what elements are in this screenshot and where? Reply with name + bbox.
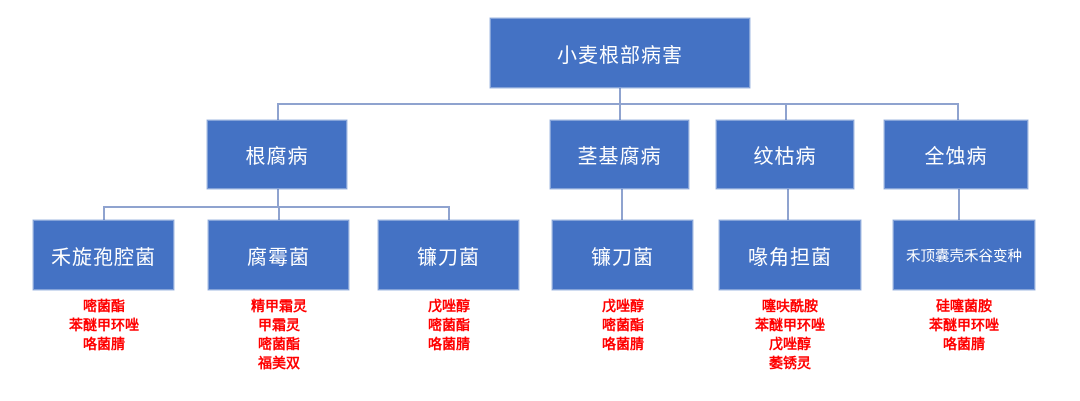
node-label: 纹枯病: [753, 146, 817, 168]
fungicide-item: 嘧菌酯: [602, 317, 644, 333]
node-label: 禾顶囊壳禾谷变种: [906, 248, 1022, 265]
fungicide-item: 嘧菌酯: [83, 298, 125, 314]
node-label: 禾旋孢腔菌: [51, 246, 156, 269]
node-root-rot: 根腐病: [207, 120, 347, 189]
fungicide-item: 咯菌腈: [602, 336, 644, 352]
node-label: 根腐病: [245, 146, 309, 168]
fungicide-item: 咯菌腈: [83, 336, 125, 352]
fungicide-item: 硅噻菌胺: [936, 298, 992, 314]
fungicide-item: 苯醚甲环唑: [755, 317, 825, 333]
fungicide-item: 萎锈灵: [769, 355, 811, 371]
fungicide-list-fusarium-2: 戊唑醇 嘧菌酯 咯菌腈: [538, 297, 708, 354]
fungicide-list-pythium: 精甲霜灵 甲霜灵 嘧菌酯 福美双: [194, 297, 364, 373]
connector-root-vertical: [619, 88, 621, 104]
fungicide-list-fusarium-1: 戊唑醇 嘧菌酯 咯菌腈: [364, 297, 534, 354]
connector-drop-root-rot: [277, 103, 279, 121]
connector-drop-bipolaris: [103, 206, 105, 221]
fungicide-item: 苯醚甲环唑: [929, 317, 999, 333]
fungicide-item: 嘧菌酯: [428, 317, 470, 333]
fungicide-list-bipolaris: 嘧菌酯 苯醚甲环唑 咯菌腈: [19, 297, 189, 354]
fungicide-item: 苯醚甲环唑: [69, 317, 139, 333]
fungicide-item: 嘧菌酯: [258, 336, 300, 352]
connector-drop-stem-base-rot: [619, 103, 621, 121]
fungicide-item: 福美双: [258, 355, 300, 371]
node-pathogen-fusarium-2: 镰刀菌: [552, 220, 693, 290]
fungicide-item: 噻呋酰胺: [762, 298, 818, 314]
connector-eyespot-to-ceratobasidium: [787, 189, 789, 221]
fungicide-item: 甲霜灵: [258, 317, 300, 333]
node-label: 镰刀菌: [591, 246, 654, 269]
fungicide-item: 戊唑醇: [602, 298, 644, 314]
fungicide-item: 戊唑醇: [428, 298, 470, 314]
connector-root-rot-bus: [103, 206, 449, 208]
node-label: 腐霉菌: [247, 246, 310, 269]
fungicide-item: 精甲霜灵: [251, 298, 307, 314]
connector-take-all-to-gaeumannomyces: [958, 189, 960, 221]
node-take-all: 全蚀病: [884, 120, 1028, 189]
node-sharp-eyespot: 纹枯病: [716, 120, 854, 189]
node-wheat-root-diseases: 小麦根部病害: [490, 18, 750, 88]
fungicide-item: 咯菌腈: [943, 336, 985, 352]
node-label: 喙角担菌: [748, 246, 832, 269]
node-label: 镰刀菌: [417, 246, 480, 269]
node-pathogen-pythium: 腐霉菌: [208, 220, 349, 290]
connector-drop-fusarium-1: [448, 206, 450, 221]
connector-drop-sharp-eyespot: [785, 103, 787, 121]
connector-drop-take-all: [957, 103, 959, 121]
fungicide-item: 戊唑醇: [769, 336, 811, 352]
node-label: 小麦根部病害: [557, 44, 683, 67]
node-stem-base-rot: 茎基腐病: [550, 120, 689, 189]
connector-level2-bus: [277, 103, 959, 105]
node-label: 茎基腐病: [577, 146, 662, 168]
node-pathogen-gaeumannomyces: 禾顶囊壳禾谷变种: [893, 220, 1035, 290]
fungicide-list-gaeumannomyces: 硅噻菌胺 苯醚甲环唑 咯菌腈: [879, 297, 1049, 354]
node-pathogen-bipolaris: 禾旋孢腔菌: [33, 220, 174, 290]
connector-drop-pythium: [278, 206, 280, 221]
connector-stem-base-to-fusarium: [621, 189, 623, 221]
fungicide-list-ceratobasidium: 噻呋酰胺 苯醚甲环唑 戊唑醇 萎锈灵: [705, 297, 875, 373]
node-pathogen-fusarium-1: 镰刀菌: [378, 220, 519, 290]
node-pathogen-ceratobasidium: 喙角担菌: [719, 220, 861, 290]
fungicide-item: 咯菌腈: [428, 336, 470, 352]
connector-root-rot-vertical: [277, 189, 279, 207]
node-label: 全蚀病: [924, 146, 988, 168]
